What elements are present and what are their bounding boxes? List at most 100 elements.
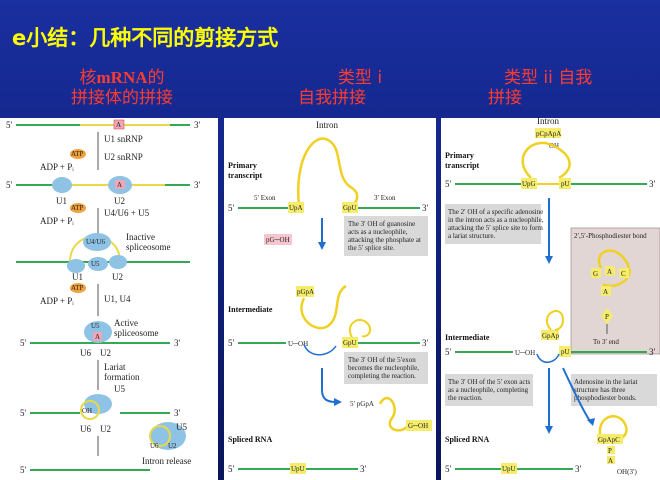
p1-inactive-2: spliceosome bbox=[126, 242, 171, 252]
p2-gpu-2: GpU bbox=[343, 339, 357, 347]
panel-spliceosome: 5' A 3' U1 snRNP ATP U2 snRNP ADP + Pᵢ 5… bbox=[0, 118, 218, 480]
p1-u6-4: U6 bbox=[80, 348, 91, 358]
p1-u1snrnp: U1 snRNP bbox=[104, 134, 143, 144]
spliceosome-diagram: 5' A 3' U1 snRNP ATP U2 snRNP ADP + Pᵢ 5… bbox=[6, 119, 201, 475]
p3-inset-g: G bbox=[593, 270, 598, 278]
p1-u1-2: U1 bbox=[56, 196, 67, 206]
p3-inset-c: C bbox=[621, 270, 626, 278]
p3-p-lariat: P bbox=[608, 447, 612, 455]
p3-gpap: GpAp bbox=[542, 332, 560, 340]
p1-u2-3: U2 bbox=[112, 272, 123, 282]
p1-A-1: A bbox=[116, 121, 121, 129]
heading-group2: 类型 ii 自我 拼接 bbox=[470, 68, 620, 108]
p2-note1-2: attacking the phosphate at bbox=[348, 236, 421, 244]
p3-note1-0: The 2′ OH of a specific adenosine bbox=[448, 208, 543, 216]
p1-u5-3: U5 bbox=[91, 260, 100, 268]
p1-5prime-4: 5' bbox=[20, 338, 27, 348]
p1-intron-release: Intron release bbox=[142, 456, 191, 466]
p3-note2-1: as a nucleophile, completing bbox=[448, 386, 529, 394]
p2-intermediate: Intermediate bbox=[228, 305, 273, 314]
slide-title: e小结：几种不同的剪接方式 bbox=[12, 26, 279, 50]
p2-pg-oh: pG─OH bbox=[266, 236, 290, 244]
heading-nuclear-line2: 拼接体的拼接 bbox=[71, 88, 173, 108]
p3-primary-1: Primary bbox=[445, 151, 474, 160]
p3-inset-p: P bbox=[605, 313, 609, 321]
p1-3prime-2: 3' bbox=[194, 180, 201, 190]
p3-intermediate: Intermediate bbox=[445, 333, 490, 342]
p3-primary-2: transcript bbox=[445, 161, 480, 170]
heading-group2-line2: 拼接 bbox=[488, 88, 522, 108]
p3-upu: UpU bbox=[502, 465, 516, 473]
p1-u2snrnp: U2 snRNP bbox=[104, 152, 143, 162]
p1-u5-6: U5 bbox=[176, 422, 187, 432]
p3-5p-1: 5′ bbox=[445, 179, 452, 189]
p1-u2-5: U2 bbox=[100, 424, 111, 434]
p2-intron: Intron bbox=[316, 120, 338, 130]
p2-primary-1: Primary bbox=[228, 161, 257, 170]
p3-to3end: To 3′ end bbox=[593, 338, 619, 346]
p2-3p-3: 3′ bbox=[360, 464, 367, 474]
p1-5prime-6: 5' bbox=[20, 465, 27, 475]
p1-lariat-2: formation bbox=[104, 372, 140, 382]
p3-5p-3: 5′ bbox=[445, 464, 452, 474]
p3-note2-0: The 3′ OH of the 5′ exon acts bbox=[448, 378, 530, 386]
p3-note1-1: in the intron acts as a nucleophile, bbox=[448, 216, 544, 224]
p1-inactive-1: Inactive bbox=[126, 232, 155, 242]
p1-u2-2: U2 bbox=[114, 196, 125, 206]
p2-upu: UpU bbox=[291, 465, 305, 473]
p3-5p-2: 5′ bbox=[445, 347, 452, 357]
group2-diagram: Intron pCpApA OH Primary transcript 5′ U… bbox=[445, 118, 660, 476]
p2-note1-1: acts as a nucleophile, bbox=[348, 228, 408, 236]
p1-active-1: Active bbox=[114, 318, 138, 328]
p3-oh3: OH(3′) bbox=[617, 468, 637, 476]
p3-note3-1: structure has three bbox=[574, 386, 625, 394]
p1-3prime-4: 3' bbox=[174, 338, 181, 348]
p2-5p-1: 5′ bbox=[228, 203, 235, 213]
p1-adp-1: ADP + Pᵢ bbox=[40, 162, 74, 172]
heading-group1: 类型 i 自我拼接 bbox=[262, 68, 402, 108]
p2-gpu: GpU bbox=[343, 204, 357, 212]
p3-upg: UpG bbox=[522, 180, 536, 188]
p1-u2-6: U2 bbox=[168, 442, 177, 450]
group1-diagram: Intron Primary transcript 5′ Exon 3′ Exo… bbox=[228, 120, 432, 474]
p1-oh: OH bbox=[82, 407, 92, 415]
p3-intron: Intron bbox=[537, 118, 559, 126]
p3-note1-3: a lariat structure. bbox=[448, 232, 495, 240]
p1-5prime-1: 5' bbox=[6, 120, 13, 130]
p3-note3-2: phosphodiester bonds. bbox=[574, 394, 637, 402]
p3-pcpapa: pCpApA bbox=[536, 130, 561, 138]
heading-nuclear-mrna: 核mRNA的 拼接体的拼接 bbox=[52, 68, 192, 108]
p2-g-oh: G─OH bbox=[408, 422, 428, 430]
p2-5p-3: 5′ bbox=[228, 464, 235, 474]
p1-lariat-1: Lariat bbox=[104, 362, 126, 372]
p3-inset-a1: A bbox=[607, 268, 612, 276]
heading-nuclear-bold: mRNA bbox=[96, 68, 148, 87]
p2-note2-0: The 3′ OH of the 5′exon bbox=[348, 356, 416, 364]
p1-u6-5: U6 bbox=[80, 424, 91, 434]
p1-atp-1: ATP bbox=[71, 150, 84, 158]
p3-spliced: Spliced RNA bbox=[445, 435, 489, 444]
p3-pu-2: pU bbox=[561, 348, 570, 356]
heading-nuclear-suffix: 的 bbox=[147, 68, 165, 88]
p2-5p-2: 5′ bbox=[228, 338, 235, 348]
p3-3p-3: 3′ bbox=[575, 464, 582, 474]
p2-exon3: 3′ Exon bbox=[374, 194, 396, 202]
p1-u6-6: U6 bbox=[150, 442, 159, 450]
p3-3p-1: 3′ bbox=[649, 179, 656, 189]
p1-u1u4: U1, U4 bbox=[104, 294, 131, 304]
p1-active-2: spliceosome bbox=[114, 328, 159, 338]
p1-u4u6: U4/U6 bbox=[86, 238, 106, 246]
p3-bond-label: 2′,5′-Phosphodiester bond bbox=[574, 232, 647, 240]
panel-group1: Intron Primary transcript 5′ Exon 3′ Exo… bbox=[224, 118, 436, 480]
p2-note2-1: becomes the nucleophile, bbox=[348, 364, 419, 372]
p1-u5-5: U5 bbox=[114, 384, 125, 394]
p1-3prime-5: 3' bbox=[174, 408, 181, 418]
p1-u2-4: U2 bbox=[100, 348, 111, 358]
p1-3prime-1: 3' bbox=[194, 120, 201, 130]
p2-3p-1: 3′ bbox=[422, 203, 429, 213]
p3-gpapc: GpApC bbox=[598, 436, 620, 444]
heading-group2-line1: 类型 ii 自我 bbox=[504, 68, 593, 88]
p2-u-oh: U─OH bbox=[288, 340, 308, 348]
p1-u1-3: U1 bbox=[72, 272, 83, 282]
heading-group1-line1: 类型 i bbox=[337, 68, 383, 88]
